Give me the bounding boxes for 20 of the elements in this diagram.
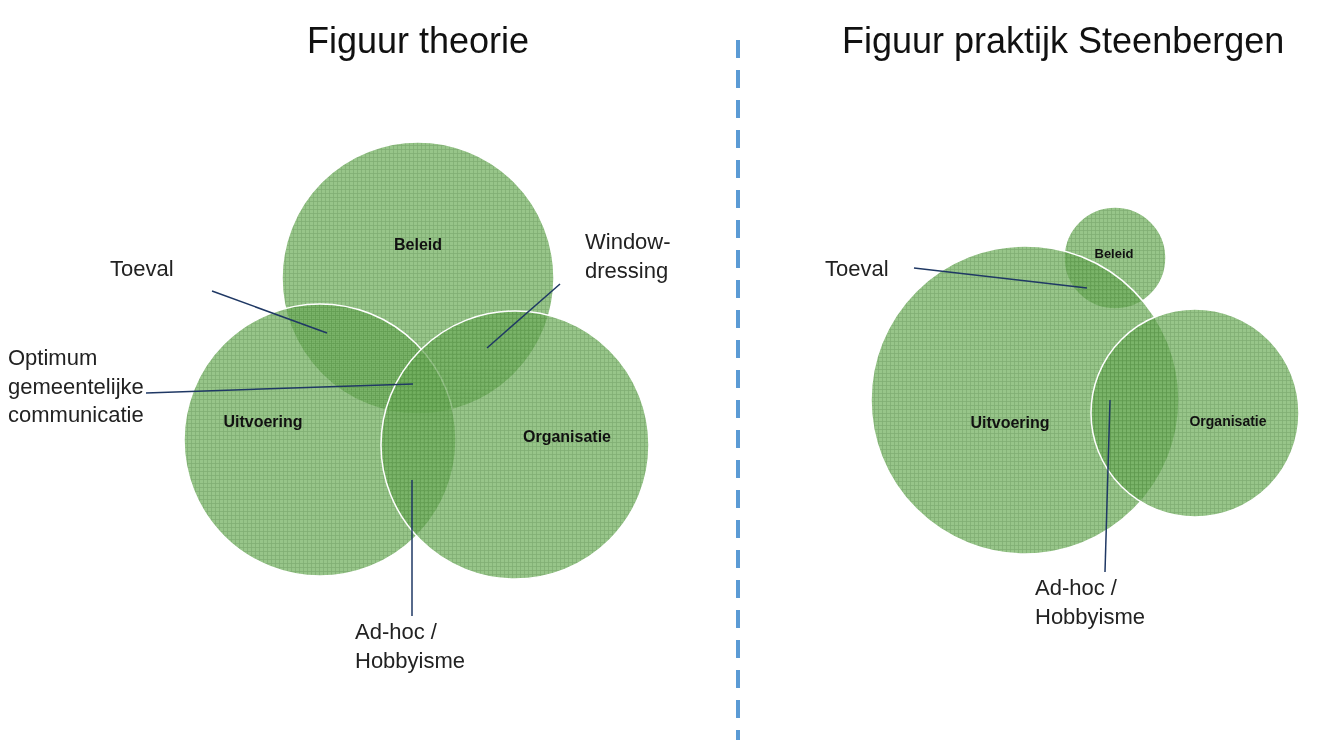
venn-circle [1090, 308, 1300, 518]
leader-line [913, 267, 1088, 289]
callout-text: Toeval [110, 255, 230, 284]
callout-text: Toeval [825, 255, 945, 284]
callout-text: Ad-hoc / Hobbyisme [1035, 574, 1175, 632]
circle-label: Beleid [394, 236, 442, 254]
circle-label: Uitvoering [223, 413, 303, 431]
circle-label: Organisatie [1189, 413, 1267, 429]
circle-label: Beleid [1094, 245, 1134, 261]
venn-circle [380, 310, 650, 580]
leader-line [1104, 399, 1111, 573]
callout-text: Ad-hoc / Hobbyisme [355, 618, 495, 676]
panel-title: Figuur theorie [307, 20, 530, 62]
circle-label: Uitvoering [970, 414, 1050, 432]
leader-line [145, 383, 414, 394]
leader-line [411, 479, 413, 617]
circle-label: Organisatie [523, 428, 611, 446]
callout-text: Window-dressing [585, 228, 685, 286]
panel-title: Figuur praktijk Steenbergen [842, 20, 1285, 62]
callout-text: Optimum gemeentelijke communicatie [8, 344, 144, 430]
